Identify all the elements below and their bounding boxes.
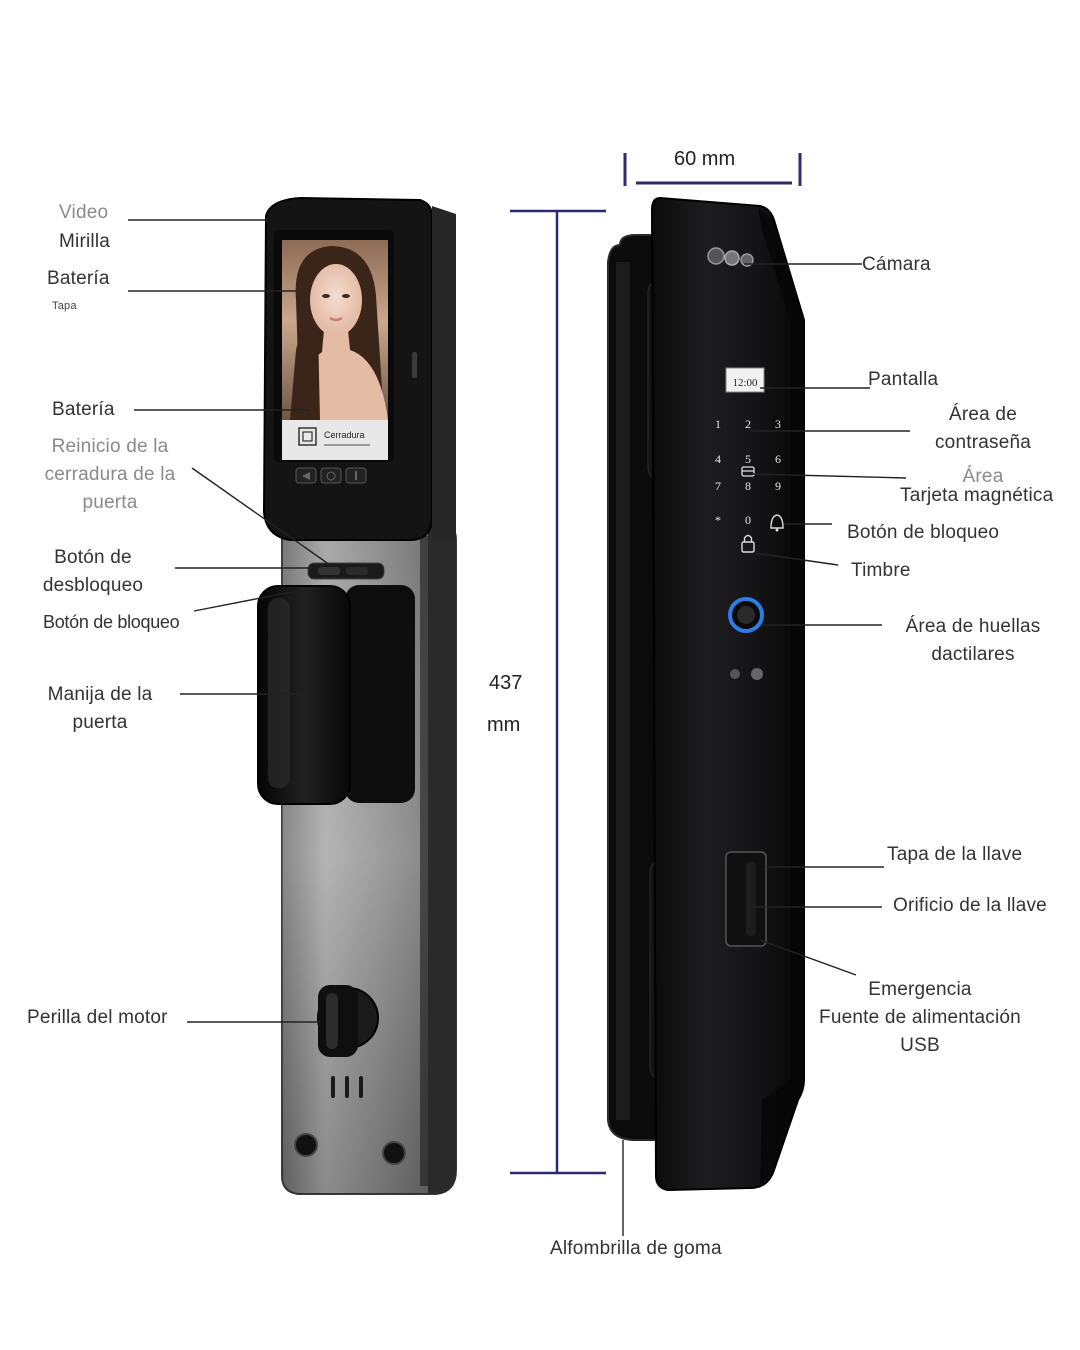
keypad-key: 9 [775,479,781,493]
label-unlock-line2: desbloqueo [42,575,144,596]
label-display: Pantalla [868,369,939,390]
outer-lock-panel [607,196,805,1192]
indoor-screen: Cerradura [274,230,394,462]
leader-lines [128,219,910,1236]
label-peephole: Mirilla [59,231,111,252]
door-handle [257,585,415,805]
keypad-key: 4 [715,452,721,466]
keypad-key: 8 [745,479,751,493]
label-handle-line2: puerta [72,712,128,733]
key-cover [725,851,767,947]
label-emergency-line2: Fuente de alimentación [819,1007,1021,1028]
height-dimension-value: 437 [489,672,523,694]
housing-buttons [295,467,367,484]
label-key-cover: Tapa de la llave [887,844,1023,865]
label-battery-cover: Batería [47,268,110,289]
motor-knob [317,985,379,1057]
height-dimension [510,209,606,1175]
keypad: 1 2 3 4 5 6 7 8 9 * 0 [715,417,781,527]
keypad-key: 7 [715,479,721,493]
mounting-screws [294,1133,406,1165]
width-dimension [623,153,802,186]
label-password-line2: contraseña [934,432,1031,453]
label-reset-line3: puerta [82,492,138,513]
speaker-grille [331,1076,363,1098]
width-dimension-label: 60 mm [674,148,736,170]
label-unlock-line1: Botón de [54,547,132,568]
card-reader-icon [741,466,755,477]
label-password-line1: Área de [949,404,1017,425]
display-clock: 12:00 [732,377,758,389]
label-card-line1: Área [962,466,1004,487]
label-cover: Tapa [52,300,77,312]
fingerprint-sensor [728,597,764,633]
sensor-dots [730,668,763,680]
keypad-key: 1 [715,417,721,431]
keypad-key: 6 [775,452,781,466]
label-fingerprint-line2: dactilares [931,644,1015,665]
label-emergency-line3: USB [900,1035,940,1056]
keypad-key: * [715,513,721,527]
keypad-key: 0 [745,513,751,527]
label-camera: Cámara [862,254,931,275]
lock-icon [741,534,755,553]
height-dimension-unit: mm [487,714,521,736]
keypad-key: 5 [745,452,751,466]
label-emergency-line1: Emergencia [868,979,972,1000]
label-motor-knob: Perilla del motor [27,1007,168,1028]
bell-icon [770,514,784,532]
label-lock-button-left: Botón de bloqueo [43,612,180,632]
unlock-button-slot [307,562,385,580]
label-keyhole: Orificio de la llave [893,895,1047,916]
label-reset-line2: cerradura de la [44,464,176,485]
label-battery: Batería [52,399,115,420]
label-video: Video [59,202,109,223]
label-reset-line1: Reinicio de la [51,436,169,457]
label-rubber-mat: Alfombrilla de goma [550,1238,722,1259]
label-doorbell: Timbre [851,560,911,581]
front-display: 12:00 [725,367,765,393]
label-fingerprint-line1: Área de huellas [905,616,1041,637]
label-card-line2: Tarjeta magnética [900,485,1054,506]
screen-brand: Cerradura [324,430,365,440]
keypad-key: 2 [745,417,751,431]
label-handle-line1: Manija de la [47,684,153,705]
label-lock-button-right: Botón de bloqueo [847,522,1000,543]
front-camera [707,247,754,267]
keypad-key: 3 [775,417,781,431]
